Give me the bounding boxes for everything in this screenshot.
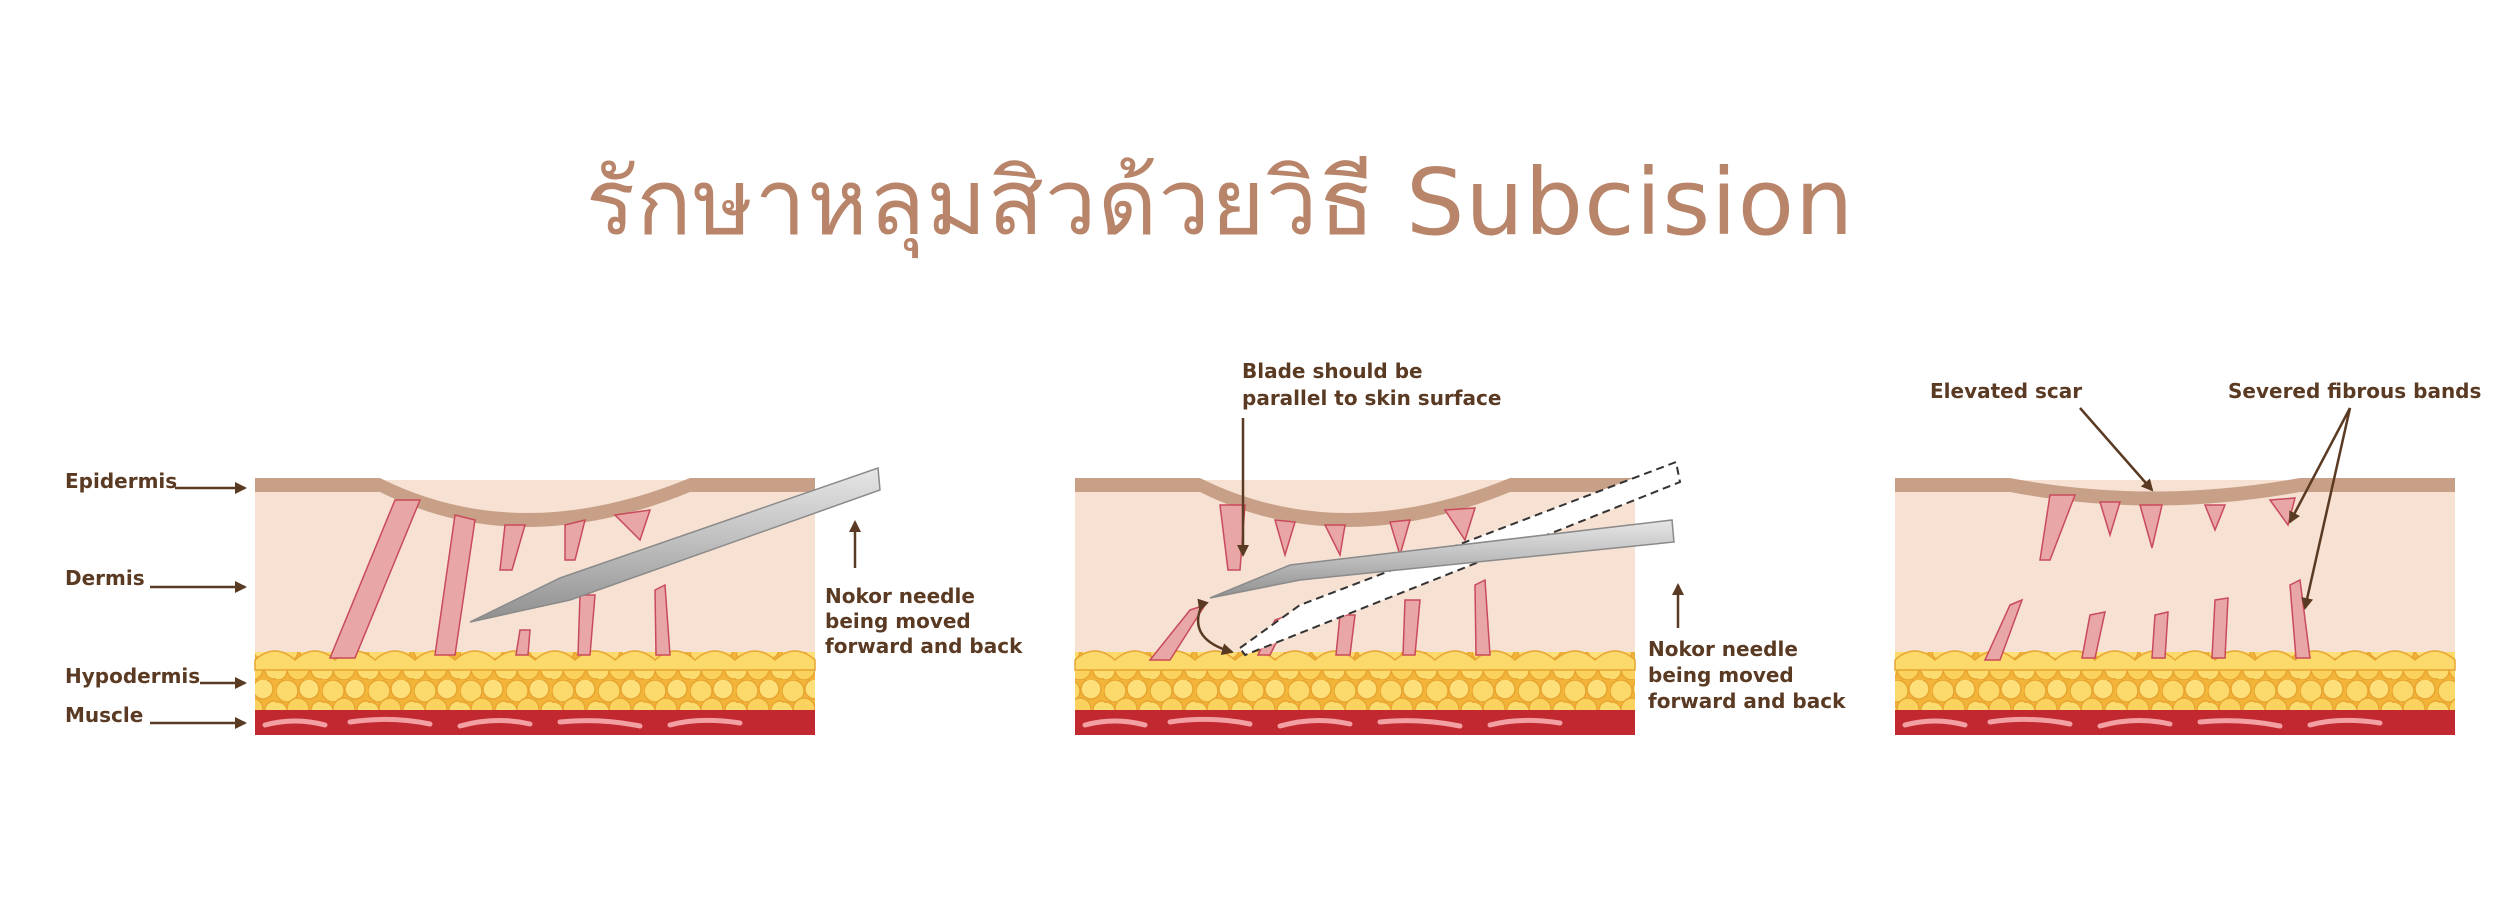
- page-title: รักษาหลุมสิวด้วยวิธี Subcision: [0, 128, 2520, 275]
- panel-3-scar-note: Elevated scar: [1930, 379, 2154, 492]
- panel-3-elevated-scar-label: Elevated scar: [1930, 379, 2082, 403]
- page-title-text: รักษาหลุมสิวด้วยวิธี Subcision: [585, 149, 1855, 256]
- panel-2-note-line-1: Nokor needle: [1648, 637, 1798, 661]
- panel-1-fibrous-bands: [328, 499, 671, 659]
- panel-2-note-line-3: forward and back: [1648, 689, 1846, 713]
- label-epidermis: Epidermis: [65, 469, 177, 493]
- panel-2-blade-line-1: Blade should be: [1242, 359, 1423, 383]
- panel-1: Epidermis Dermis Hypodermis Muscle Nokor…: [65, 466, 1023, 735]
- panel-1-note-line-2: being moved: [825, 609, 971, 633]
- label-dermis: Dermis: [65, 566, 145, 590]
- panel-2-blade-line-2: parallel to skin surface: [1242, 386, 1501, 410]
- panel-2-blade-note: Blade should be parallel to skin surface: [1237, 359, 1501, 557]
- panel-1-needle-note: Nokor needle being moved forward and bac…: [825, 520, 1023, 658]
- label-hypodermis: Hypodermis: [65, 664, 200, 688]
- panel-1-layer-labels: Epidermis Dermis Hypodermis Muscle: [65, 469, 247, 729]
- panel-3-severed-bands-label: Severed fibrous bands: [2228, 379, 2481, 403]
- panel-3: Elevated scar Severed fibrous bands: [1894, 379, 2481, 735]
- panel-3-fibrous-bands: [1983, 494, 2311, 661]
- panel-2-fibrous-bands: [1148, 504, 1491, 661]
- panel-2-angle-arrow: [1196, 598, 1234, 656]
- panel-3-bands-arrow-2: [2301, 407, 2352, 610]
- panel-1-note-line-1: Nokor needle: [825, 584, 975, 608]
- panel-1-note-line-3: forward and back: [825, 634, 1023, 658]
- panel-3-skin-block: [1894, 478, 2456, 735]
- panel-2: Blade should be parallel to skin surface…: [1074, 359, 1846, 735]
- panel-2-needle-note: Nokor needle being moved forward and bac…: [1648, 583, 1846, 713]
- panel-2-needle: [1209, 519, 1675, 599]
- label-muscle: Muscle: [65, 703, 143, 727]
- panel-3-bands-arrow-1: [2288, 407, 2352, 524]
- panel-1-needle: [469, 466, 881, 623]
- panel-2-note-line-2: being moved: [1648, 663, 1794, 687]
- panel-3-scar-arrow: [2079, 407, 2154, 492]
- panel-3-bands-note: Severed fibrous bands: [2228, 379, 2481, 610]
